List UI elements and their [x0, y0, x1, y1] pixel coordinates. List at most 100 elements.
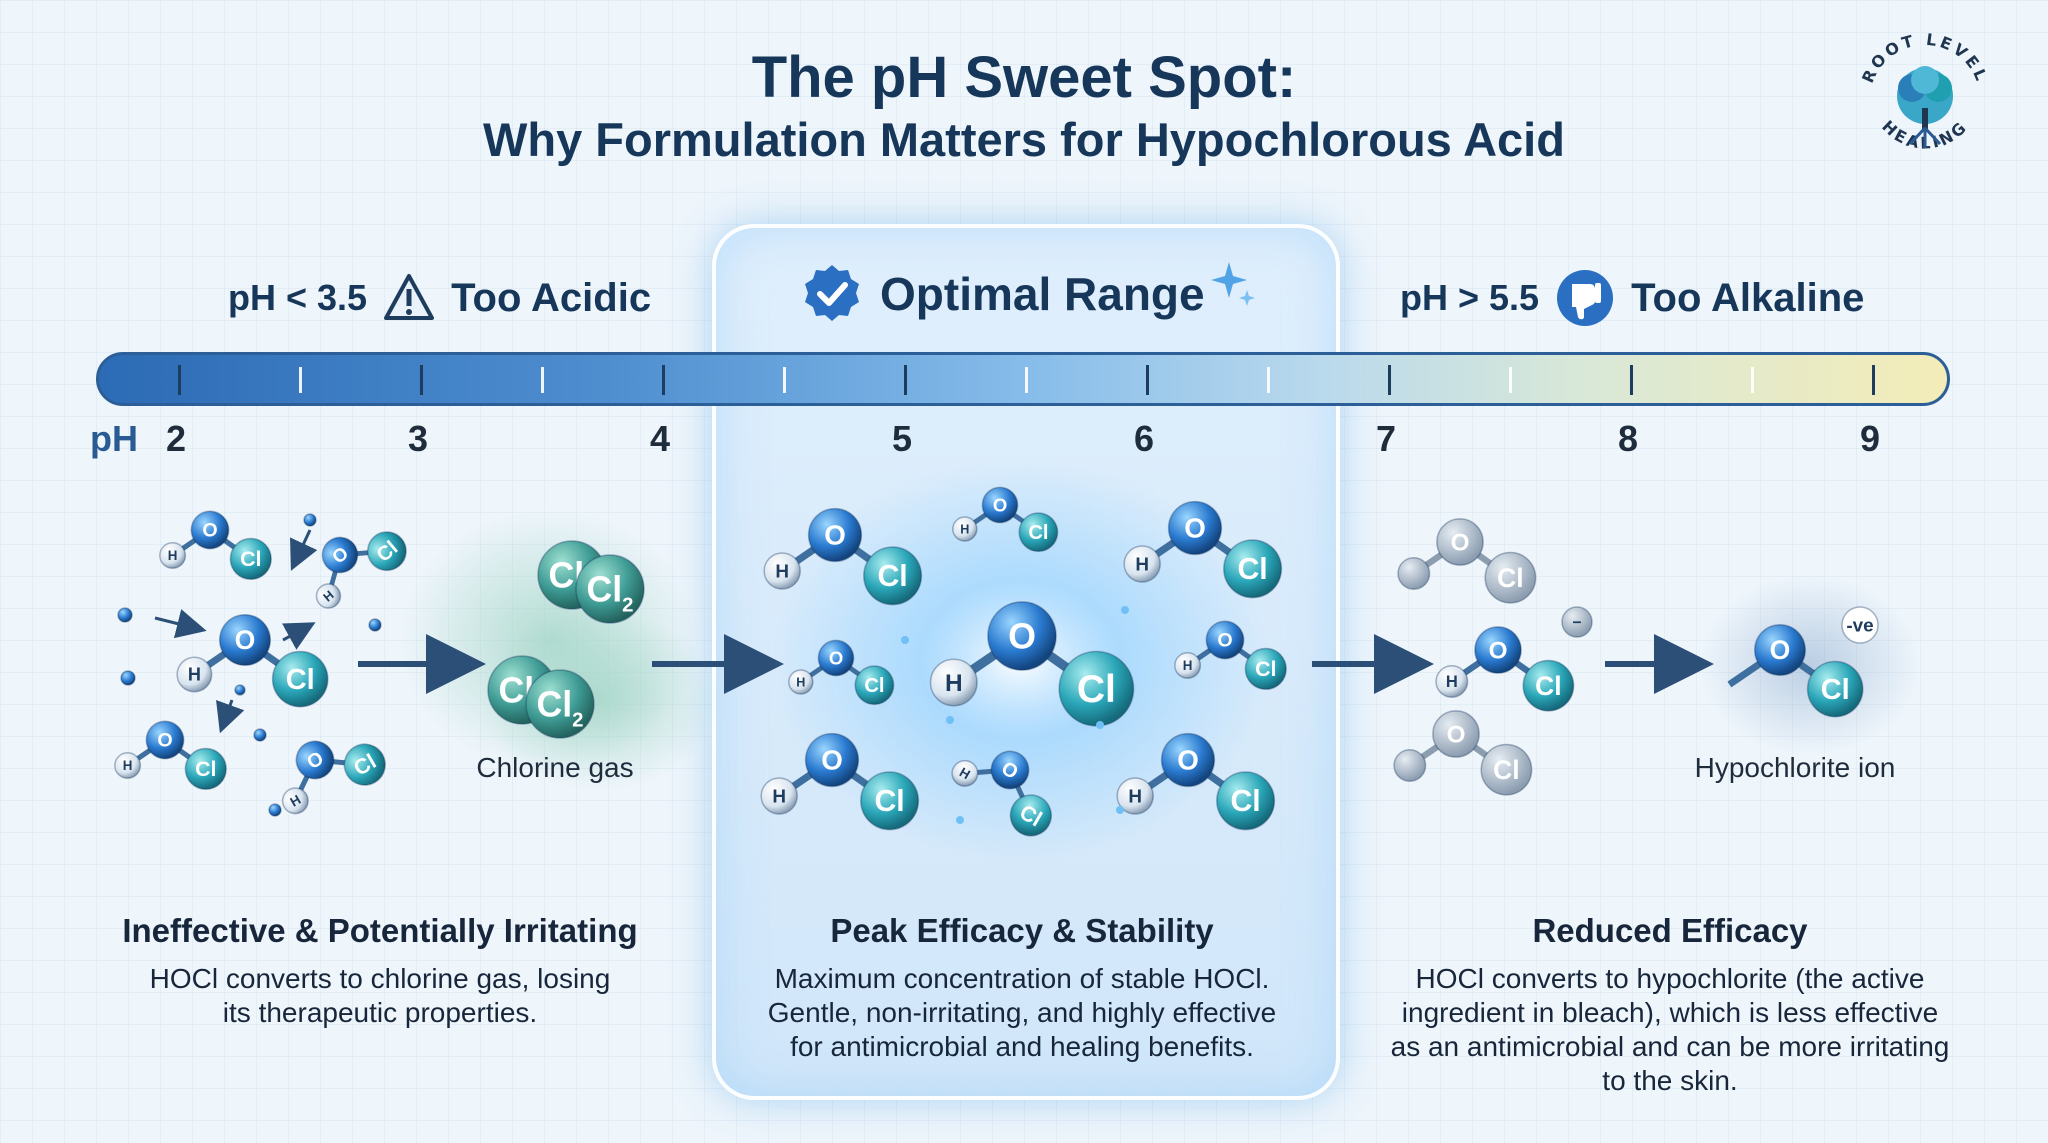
optimal-header: Optimal Range [800, 262, 1255, 326]
atom [804, 732, 860, 788]
sparkle-dot [1096, 721, 1104, 729]
alkaline-description: Reduced Efficacy HOCl converts to hypoch… [1350, 912, 1990, 1098]
atom [1484, 551, 1537, 604]
hocl-molecule: HOCl [760, 732, 920, 831]
atom [863, 546, 923, 606]
atom-label: O [1770, 635, 1791, 665]
atom [817, 639, 855, 677]
scatter-arrow [282, 622, 316, 650]
atom [575, 554, 645, 624]
atom-label: O [1008, 616, 1036, 656]
atom [366, 531, 407, 572]
alkaline-label: Too Alkaline [1631, 275, 1865, 320]
atom [1223, 539, 1283, 599]
alkaline-text-line: as an antimicrobial and can be more irri… [1390, 1031, 1950, 1062]
ph-scale-bar [96, 352, 1950, 406]
atom [1018, 512, 1059, 553]
sparkle-dot [946, 716, 954, 724]
atom [117, 607, 133, 623]
ph-minor-tick [541, 367, 544, 393]
ph-minor-tick [1025, 367, 1028, 393]
optimal-text-line: Gentle, non-irritating, and highly effec… [767, 997, 1277, 1028]
atom [951, 759, 979, 787]
atom [987, 601, 1057, 671]
atom [234, 684, 246, 696]
atom [190, 510, 230, 550]
hocl-molecule: HOCl [1435, 626, 1575, 712]
atom [990, 750, 1030, 790]
ph-major-tick [662, 365, 665, 395]
sparkle-dot [1116, 806, 1124, 814]
hocl-molecule: HOCl [176, 613, 329, 708]
atom-label: H [1135, 554, 1149, 575]
atom-label: H [123, 758, 133, 773]
atom [1436, 518, 1484, 566]
atom [1116, 777, 1154, 815]
atom [1009, 794, 1053, 837]
ph-axis-prefix: pH [90, 418, 138, 459]
atom [1167, 500, 1223, 556]
atom [1393, 749, 1427, 782]
hypochlorite-caption: Hypochlorite ion [1694, 752, 1896, 783]
ph-major-tick [1388, 365, 1391, 395]
atom-label: O [235, 625, 256, 655]
ph-number: 6 [1133, 418, 1155, 459]
atom-label: H [1446, 672, 1458, 691]
sparkle-dot [901, 636, 909, 644]
hocl-molecule: OCl [1727, 623, 1864, 718]
atom-label: Cl [1255, 657, 1276, 681]
atom-label: − [1572, 614, 1581, 631]
ph-number: 7 [1375, 418, 1397, 459]
atom-label: Cl [1535, 671, 1561, 701]
atom [1561, 606, 1593, 638]
hocl-molecule: HOCl [1123, 500, 1283, 599]
atom [368, 618, 382, 632]
acidic-heading: Ineffective & Potentially Irritating [122, 912, 638, 949]
chlorine-gas-caption: Chlorine gas [476, 752, 634, 783]
sparkle-dot [956, 816, 964, 824]
atom [1244, 647, 1287, 691]
atom [1474, 626, 1522, 674]
atom-label: Cl [877, 560, 907, 593]
ph-major-tick [178, 365, 181, 395]
optimal-description: Peak Efficacy & Stability Maximum concen… [712, 912, 1332, 1064]
acidic-description: Ineffective & Potentially Irritating HOC… [60, 912, 700, 1030]
ph-major-tick [1872, 365, 1875, 395]
atom-label: H [796, 675, 805, 689]
atom-label: Cl [195, 757, 216, 781]
alkaline-heading: Reduced Efficacy [1532, 912, 1808, 949]
atom [295, 740, 335, 780]
page-subtitle: Why Formulation Matters for Hypochlorous… [483, 113, 1565, 166]
acidic-text-line: its therapeutic properties. [222, 997, 538, 1028]
atom-label: O [1184, 513, 1206, 544]
chlorine-cloud [480, 610, 720, 790]
atom-label: H [1128, 786, 1142, 807]
atom [1841, 606, 1879, 644]
atom [763, 552, 801, 590]
alkaline-text-line: to the skin. [1602, 1065, 1738, 1096]
atom [1522, 659, 1575, 712]
logo: ROOT LEVEL HEALING [1850, 22, 2000, 172]
hocl-molecule: HOCl [952, 486, 1059, 553]
hocl-molecule: HOCl [1116, 732, 1276, 831]
atom [315, 583, 342, 609]
hocl-molecule: HOCl [159, 510, 272, 581]
atom-label: O [1451, 529, 1470, 556]
thumbs-down-icon [1557, 270, 1614, 326]
atom [281, 787, 309, 815]
atom-label: H [775, 561, 789, 582]
hypochlorite-haze [1700, 575, 1920, 755]
alkaline-ph-label: pH > 5.5 [1400, 277, 1540, 318]
atom [218, 613, 272, 667]
hocl-molecule: HOCl [763, 507, 923, 606]
atom [176, 656, 213, 693]
acidic-label: Too Acidic [451, 275, 652, 320]
atom-label: Cl [286, 664, 315, 696]
atom-label: H [945, 670, 963, 697]
atom-label: O [1177, 745, 1199, 776]
acidic-header: pH < 3.5 Too Acidic [228, 270, 651, 326]
atom [271, 650, 329, 708]
atom [1397, 557, 1431, 590]
